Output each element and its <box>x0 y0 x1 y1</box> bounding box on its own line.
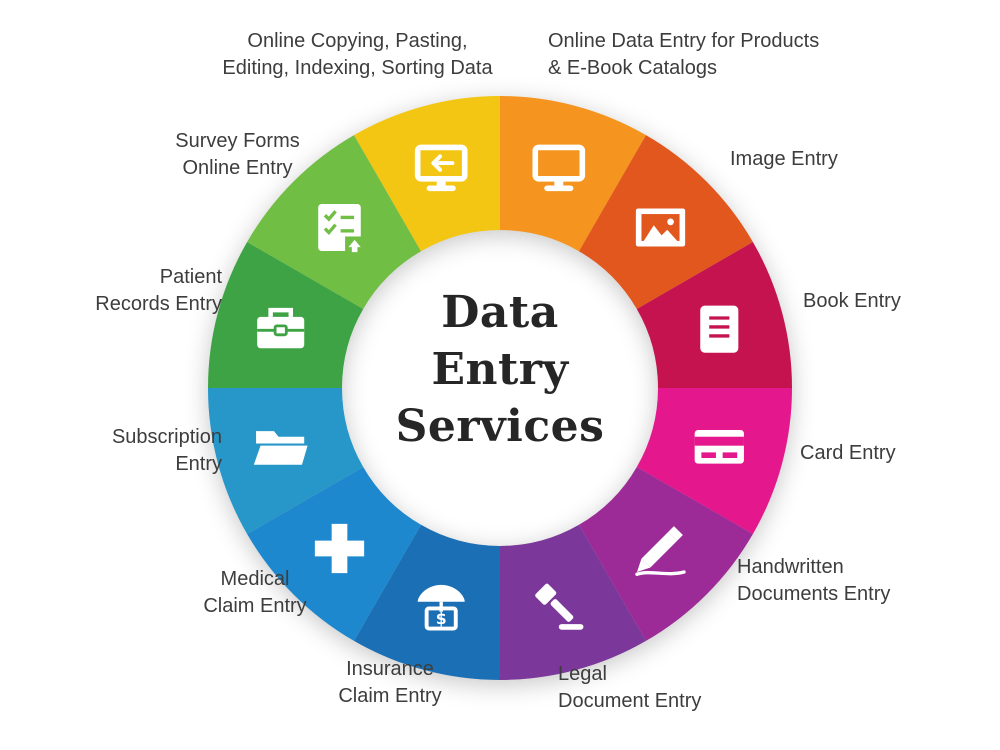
segment-label-products-ebook: Online Data Entry for Products & E-Book … <box>548 30 820 79</box>
segment-label-legal-entry: Legal Document Entry <box>558 663 702 712</box>
credit-card-icon <box>694 430 744 464</box>
segment-label-patient-entry: Patient Records Entry <box>95 266 222 315</box>
wheel-segment-online-copying-entry <box>354 96 500 252</box>
segment-label-insurance-entry: Insurance Claim Entry <box>338 658 442 707</box>
segment-label-online-copying: Online Copying, Pasting, Editing, Indexi… <box>222 30 493 79</box>
segment-label-medical-entry: Medical Claim Entry <box>203 568 307 617</box>
wheel-segment-products-ebook <box>500 96 646 252</box>
segment-label-handwritten-entry: Handwritten Documents Entry <box>737 556 891 605</box>
segment-label-subscription-entry: Subscription Entry <box>111 426 222 475</box>
book-icon <box>700 305 739 353</box>
monitor-icon <box>532 144 586 192</box>
gavel-icon <box>535 583 584 630</box>
monitor-arrow-icon <box>414 144 468 192</box>
survey-form-icon <box>318 203 365 255</box>
segment-label-survey-entry: Survey Forms Online Entry <box>175 130 300 179</box>
wheel-segment-handwritten-documents-entry <box>579 467 753 641</box>
wheel-segment-insurance-claim-entry <box>354 524 500 680</box>
handwriting-icon <box>635 526 686 576</box>
briefcase-icon <box>257 307 305 349</box>
segment-label-card-entry: Card Entry <box>800 442 896 464</box>
medical-cross-icon <box>314 523 365 574</box>
umbrella-dollar-icon: $ <box>417 584 465 631</box>
segment-label-image-entry: Image Entry <box>730 148 838 170</box>
image-icon <box>635 208 686 247</box>
svg-text:$: $ <box>436 609 447 628</box>
wheel-segment-legal-document-entry <box>500 524 646 681</box>
folder-icon <box>253 431 308 465</box>
diagram-title: Data Entry Services <box>395 287 605 453</box>
wheel-segment-patient-records-entry <box>208 242 364 388</box>
segment-label-book-entry: Book Entry <box>803 290 901 312</box>
